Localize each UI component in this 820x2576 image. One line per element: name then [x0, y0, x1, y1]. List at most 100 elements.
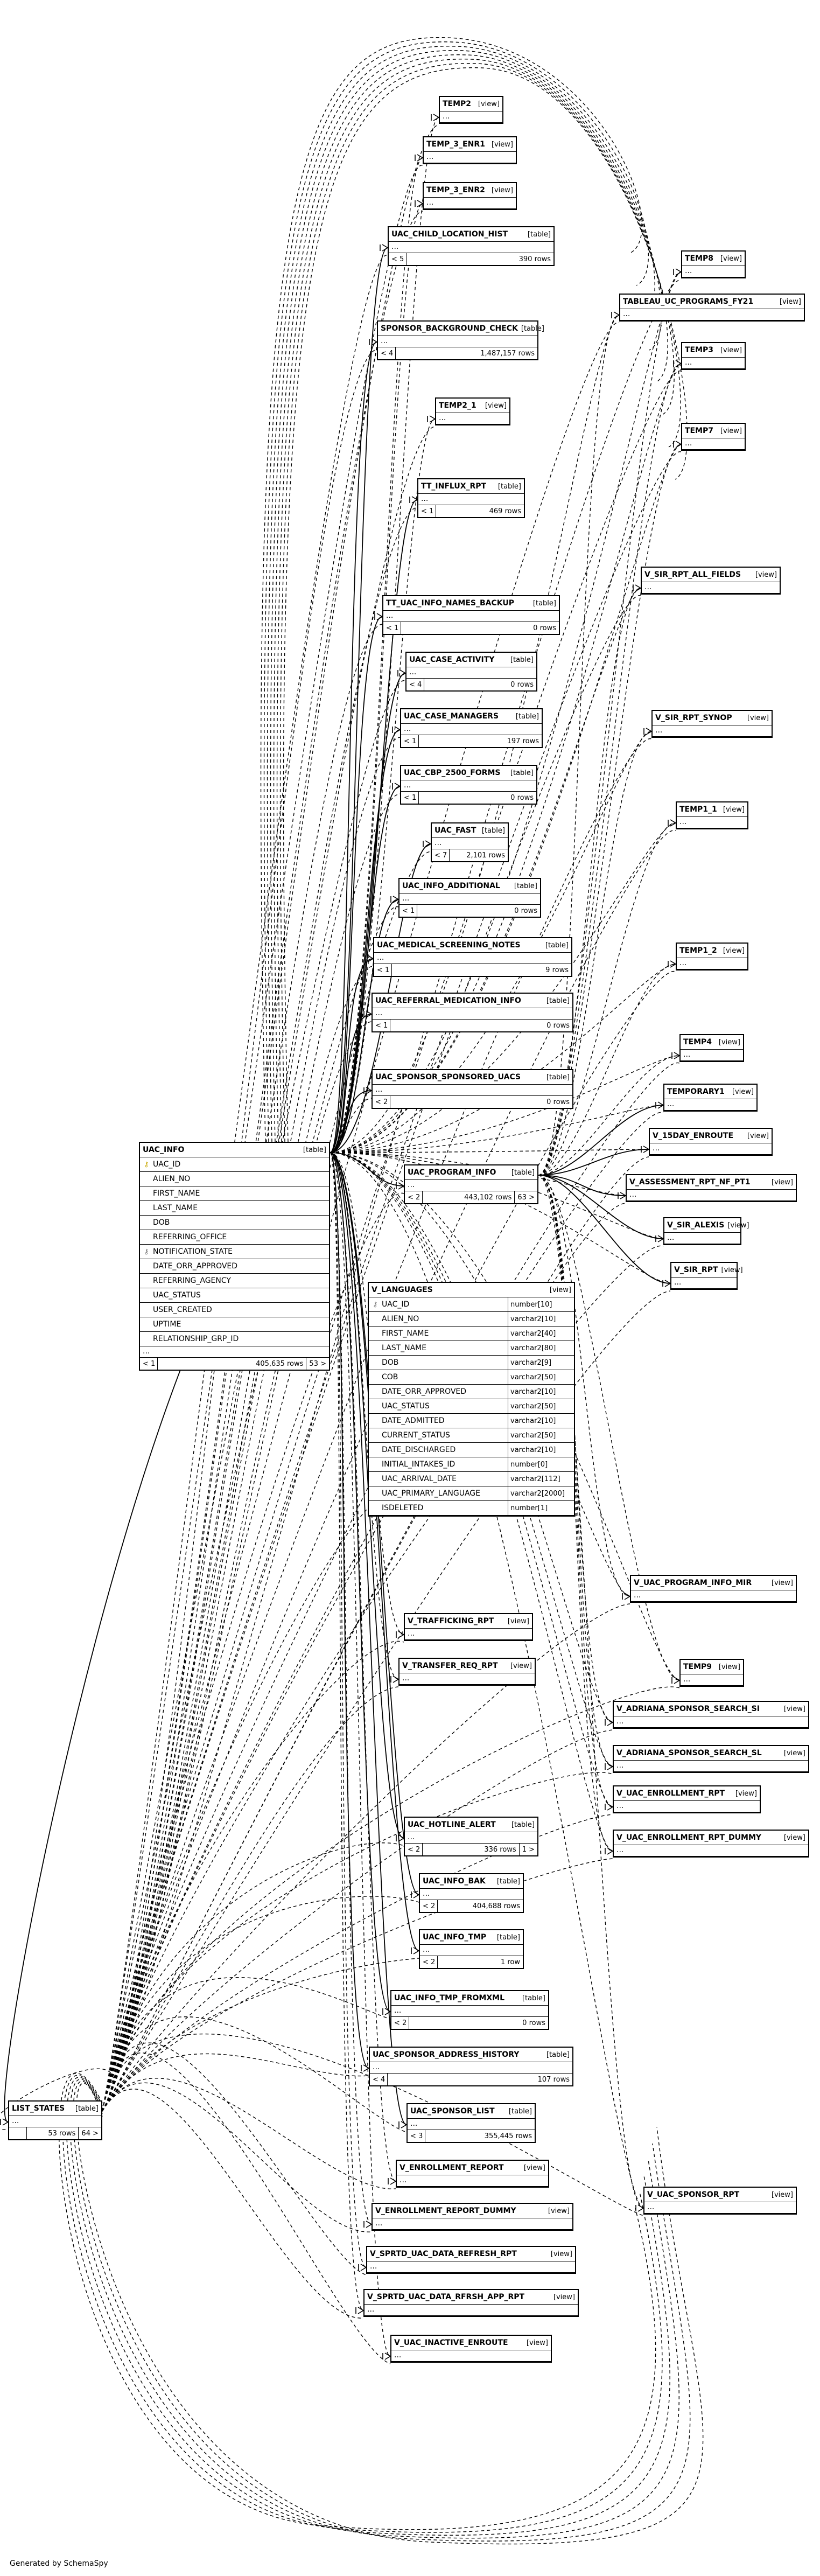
table-name[interactable]: TT_UAC_INFO_NAMES_BACKUP — [386, 599, 514, 608]
table-name[interactable]: V_SPRTD_UAC_DATA_REFRESH_RPT — [370, 2250, 517, 2258]
table-v-assessment-rpt-nf-pt1[interactable]: V_ASSESSMENT_RPT_NF_PT1[view]... — [626, 1174, 797, 1202]
table-tableau-uc-programs-fy21[interactable]: TABLEAU_UC_PROGRAMS_FY21[view]... — [619, 294, 805, 322]
parent-count[interactable]: < 5 — [389, 253, 407, 265]
parent-count[interactable]: < 2 — [405, 1844, 423, 1855]
table-temp9[interactable]: TEMP9[view]... — [679, 1659, 744, 1687]
table-name[interactable]: V_TRANSFER_REQ_RPT — [402, 1662, 498, 1670]
column-row[interactable]: USER_CREATED — [140, 1303, 329, 1317]
table-name[interactable]: V_UAC_ENROLLMENT_RPT — [616, 1789, 725, 1798]
table-temp2-1[interactable]: TEMP2_1[view]... — [435, 397, 510, 425]
parent-count[interactable]: < 1 — [140, 1358, 158, 1370]
table-name[interactable]: SPONSOR_BACKGROUND_CHECK — [381, 324, 518, 333]
table-v-trafficking-rpt[interactable]: V_TRAFFICKING_RPT[view]... — [404, 1613, 533, 1641]
table-name[interactable]: TEMP3 — [685, 346, 714, 354]
table-name[interactable]: V_LANGUAGES — [372, 1286, 433, 1294]
table-name[interactable]: UAC_INFO_TMP_FROMXML — [394, 1994, 505, 2002]
table-name[interactable]: TEMP_3_ENR1 — [426, 140, 485, 149]
column-row[interactable]: LAST_NAME — [140, 1201, 329, 1216]
table-v-sir-rpt-all-fields[interactable]: V_SIR_RPT_ALL_FIELDS[view]... — [641, 567, 781, 595]
table-name[interactable]: TABLEAU_UC_PROGRAMS_FY21 — [623, 297, 754, 306]
parent-count[interactable]: < 1 — [383, 622, 401, 634]
parent-count[interactable] — [9, 2127, 27, 2139]
table-name[interactable]: UAC_CBP_2500_FORMS — [404, 769, 501, 777]
table-temp8[interactable]: TEMP8[view]... — [681, 250, 746, 278]
table-v-adriana-sponsor-search-sl[interactable]: V_ADRIANA_SPONSOR_SEARCH_SL[view]... — [613, 1745, 809, 1773]
table-name[interactable]: TT_INFLUX_RPT — [421, 482, 487, 491]
column-row[interactable]: UPTIME — [140, 1317, 329, 1332]
table-name[interactable]: V_TRAFFICKING_RPT — [408, 1617, 494, 1625]
table-name[interactable]: UAC_CASE_ACTIVITY — [409, 655, 495, 664]
table-name[interactable]: UAC_HOTLINE_ALERT — [408, 1820, 496, 1829]
child-count[interactable]: 63 > — [514, 1191, 537, 1203]
table-name[interactable]: UAC_CASE_MANAGERS — [404, 712, 499, 721]
table-uac-referral-medication-info[interactable]: UAC_REFERRAL_MEDICATION_INFO[table]...< … — [372, 993, 573, 1032]
parent-count[interactable]: < 1 — [401, 735, 419, 747]
table-v-transfer-req-rpt[interactable]: V_TRANSFER_REQ_RPT[view]... — [398, 1658, 536, 1686]
table-name[interactable]: UAC_REFERRAL_MEDICATION_INFO — [375, 996, 521, 1005]
parent-count[interactable]: < 1 — [418, 505, 436, 517]
table-name[interactable]: V_UAC_PROGRAM_INFO_MIR — [634, 1579, 752, 1587]
table-name[interactable]: TEMPORARY1 — [667, 1087, 725, 1096]
table-v-adriana-sponsor-search-si[interactable]: V_ADRIANA_SPONSOR_SEARCH_SI[view]... — [613, 1701, 809, 1729]
table-temp4[interactable]: TEMP4[view]... — [679, 1034, 744, 1062]
table-v-uac-inactive-enroute[interactable]: V_UAC_INACTIVE_ENROUTE[view]... — [390, 2335, 552, 2363]
table-name[interactable]: UAC_SPONSOR_ADDRESS_HISTORY — [373, 2050, 520, 2059]
table-v-sprtd-uac-data-refresh-rpt[interactable]: V_SPRTD_UAC_DATA_REFRESH_RPT[view]... — [366, 2246, 576, 2274]
child-count[interactable]: 53 > — [306, 1358, 329, 1370]
table-name[interactable]: V_15DAY_ENROUTE — [653, 1132, 734, 1140]
table-v-enrollment-report-dummy[interactable]: V_ENROLLMENT_REPORT_DUMMY[view]... — [372, 2203, 573, 2231]
table-v-uac-sponsor-rpt[interactable]: V_UAC_SPONSOR_RPT[view]... — [643, 2187, 797, 2215]
table-name[interactable]: V_ADRIANA_SPONSOR_SEARCH_SI — [616, 1705, 760, 1713]
table-name[interactable]: UAC_INFO_BAK — [423, 1877, 486, 1886]
table-temp2[interactable]: TEMP2[view]... — [439, 96, 503, 124]
table-name[interactable]: V_SIR_ALEXIS — [667, 1221, 725, 1230]
table-temp-3-enr2[interactable]: TEMP_3_ENR2[view]... — [423, 182, 517, 210]
table-temp3[interactable]: TEMP3[view]... — [681, 342, 746, 370]
child-count[interactable]: 1 > — [518, 1844, 537, 1855]
table-v-enrollment-report[interactable]: V_ENROLLMENT_REPORT[view]... — [396, 2160, 549, 2188]
table-temp1-1[interactable]: TEMP1_1[view]... — [676, 801, 748, 829]
table-name[interactable]: UAC_INFO_ADDITIONAL — [402, 882, 500, 890]
parent-count[interactable]: < 2 — [391, 2017, 409, 2029]
table-name[interactable]: V_UAC_INACTIVE_ENROUTE — [394, 2338, 508, 2347]
column-row[interactable]: REFERRING_AGENCY — [140, 1274, 329, 1288]
parent-count[interactable]: < 2 — [420, 1900, 438, 1912]
table-name[interactable]: V_SPRTD_UAC_DATA_RFRSH_APP_RPT — [367, 2293, 525, 2301]
parent-count[interactable]: < 1 — [373, 1020, 390, 1031]
parent-count[interactable]: < 3 — [408, 2130, 425, 2142]
table-name[interactable]: UAC_INFO_TMP — [423, 1933, 487, 1942]
parent-count[interactable]: < 1 — [401, 792, 419, 804]
table-name[interactable]: V_SIR_RPT_ALL_FIELDS — [644, 570, 741, 579]
table-uac-medical-screening-notes[interactable]: UAC_MEDICAL_SCREENING_NOTES[table]...< 1… — [373, 937, 572, 977]
column-row[interactable]: DATE_ORR_APPROVED — [140, 1259, 329, 1274]
table-name[interactable]: TEMP2_1 — [439, 401, 476, 410]
parent-count[interactable]: < 1 — [374, 964, 392, 976]
table-uac-sponsor-address-history[interactable]: UAC_SPONSOR_ADDRESS_HISTORY[table]...< 4… — [369, 2047, 573, 2086]
table-name[interactable]: V_SIR_RPT — [674, 1266, 718, 1274]
table-v-uac-enrollment-rpt-dummy[interactable]: V_UAC_ENROLLMENT_RPT_DUMMY[view]... — [613, 1830, 809, 1858]
table-temporary1[interactable]: TEMPORARY1[view]... — [663, 1084, 758, 1112]
table-name[interactable]: V_ENROLLMENT_REPORT — [400, 2163, 504, 2172]
table-name[interactable]: UAC_INFO — [143, 1146, 185, 1154]
table-v-15day-enroute[interactable]: V_15DAY_ENROUTE[view]... — [649, 1128, 773, 1156]
table-name[interactable]: UAC_SPONSOR_LIST — [410, 2107, 495, 2116]
table-v-sir-rpt[interactable]: V_SIR_RPT[view]... — [670, 1262, 743, 1290]
